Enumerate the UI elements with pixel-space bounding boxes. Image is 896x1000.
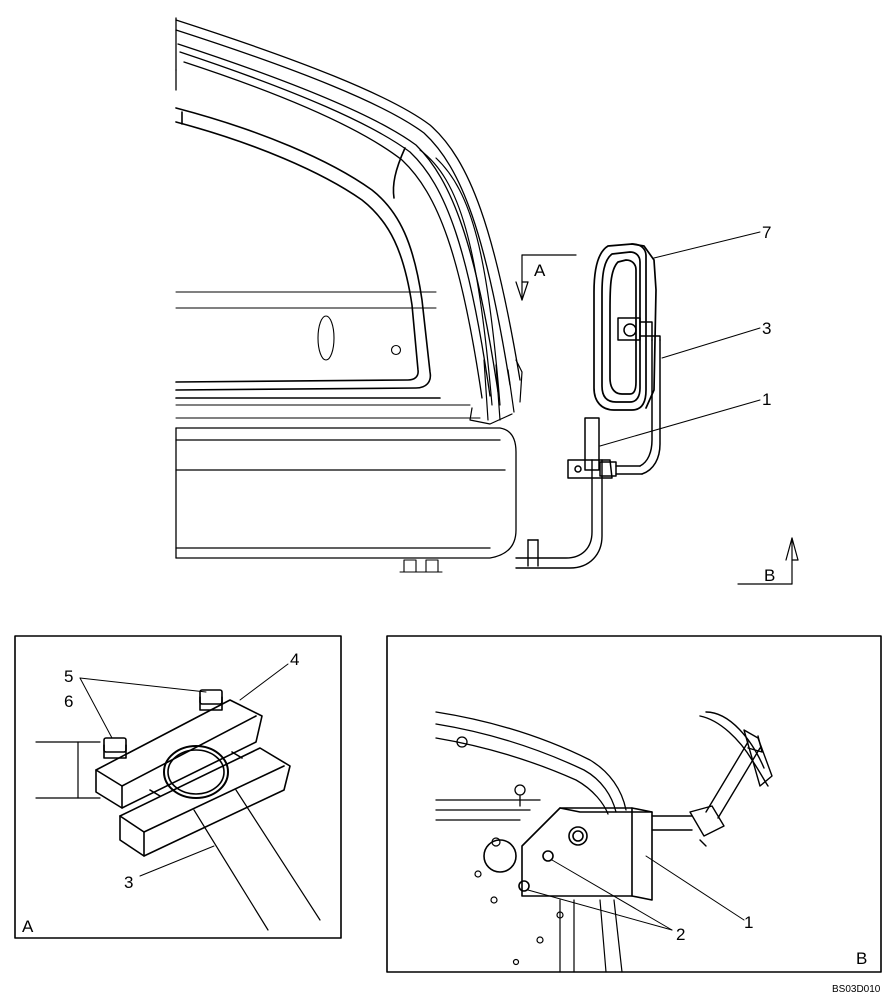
leader-item-1 <box>599 399 761 447</box>
leader-item-3 <box>661 327 761 359</box>
callout-item-7: 7 <box>762 223 771 242</box>
detail-b-cab-panel <box>435 819 623 973</box>
detail-b-frame <box>386 635 882 973</box>
leader-a-item-4 <box>239 663 289 701</box>
bracket-item-1 <box>567 417 643 479</box>
detail-a-frame <box>14 635 342 939</box>
mirror-item-7 <box>593 243 657 411</box>
section-marker-a <box>515 254 577 301</box>
leader-b-item-1 <box>645 855 745 921</box>
mirror-arm-tube <box>515 459 603 569</box>
detail-a-labels: 5 6 4 3 A <box>22 650 299 936</box>
cab-lower-body <box>175 427 517 559</box>
detail-a-side-tube <box>35 741 101 799</box>
detail-b-bracket-1 <box>483 807 653 901</box>
callout-item-3: 3 <box>762 319 771 338</box>
detail-a-arm-3 <box>193 789 321 931</box>
detail-b-cab-roof <box>435 711 627 815</box>
detail-a-clamp <box>95 689 291 857</box>
callout-a-item-3: 3 <box>124 873 133 892</box>
section-marker-a-label: A <box>534 261 546 280</box>
cab-window <box>175 107 441 399</box>
cab-pillar <box>419 149 523 425</box>
leader-b-item-2-hole2 <box>527 889 673 931</box>
figure-reference-code: BS03D010 <box>832 984 881 995</box>
cab-feet <box>399 559 443 573</box>
leader-a-item-5-6-bolt2 <box>79 677 207 693</box>
callout-b-item-2: 2 <box>676 925 685 944</box>
detail-b-view <box>386 635 882 973</box>
detail-b-labels: 1 2 B <box>676 913 867 968</box>
detail-b-leader-lines <box>527 855 745 931</box>
main-labels: 7 3 1 A B <box>534 223 775 585</box>
detail-a-leader-lines <box>79 663 289 877</box>
callout-b-item-1: 1 <box>744 913 753 932</box>
detail-a-view <box>14 635 342 939</box>
leader-a-item-3 <box>139 845 215 877</box>
callout-item-1: 1 <box>762 390 771 409</box>
section-marker-b <box>737 537 799 585</box>
cab-rails <box>175 291 481 419</box>
cab-roof <box>175 17 521 399</box>
main-view <box>175 17 799 585</box>
main-leader-lines <box>599 231 761 447</box>
leader-item-7 <box>653 231 761 259</box>
detail-b-label: B <box>856 949 867 968</box>
callout-a-item-5: 5 <box>64 667 73 686</box>
leader-b-item-2-hole1 <box>551 859 673 931</box>
detail-a-label: A <box>22 917 34 936</box>
callout-a-item-4: 4 <box>290 650 299 669</box>
detail-b-mirror-arm <box>651 711 773 847</box>
section-marker-b-label: B <box>764 566 775 585</box>
leader-a-item-5-6-bolt1 <box>79 677 113 739</box>
callout-a-item-6: 6 <box>64 692 73 711</box>
